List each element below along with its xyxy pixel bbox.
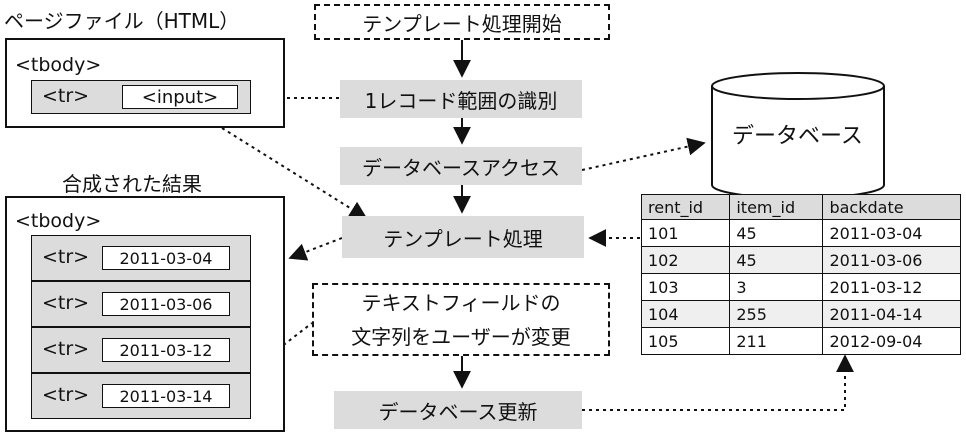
step-database-update: データベース更新	[334, 391, 582, 429]
page-file-frame: <tbody> <tr> <input>	[5, 38, 285, 128]
user-change-line-1: テキストフィールドの	[361, 290, 561, 315]
table-cell: 45	[729, 246, 824, 274]
result-frame: <tbody> <tr> 2011-03-04 <tr> 2011-03-06 …	[5, 196, 285, 432]
table-row: 101 45 2011-03-04	[640, 219, 961, 247]
result-row: <tr> 2011-03-04	[31, 235, 251, 281]
table-cell: 102	[640, 246, 731, 274]
result-row: <tr> 2011-03-06	[31, 281, 251, 327]
table-row: 102 45 2011-03-06	[640, 246, 961, 274]
table-cell: 2011-03-06	[822, 246, 961, 274]
table-header-cell: rent_id	[640, 194, 731, 220]
table-row: 103 3 2011-03-12	[640, 273, 961, 301]
page-file-tr-label: <tr>	[42, 85, 90, 107]
result-row-value: 2011-03-06	[102, 292, 230, 316]
table-cell: 2011-04-14	[822, 300, 961, 328]
step-user-changes-text: テキストフィールドの 文字列をユーザーが変更	[312, 283, 610, 356]
step-template-start: テンプレート処理開始	[314, 4, 610, 40]
page-file-tr-row: <tr> <input>	[31, 80, 251, 114]
table-cell: 101	[640, 219, 731, 247]
result-row-value: 2011-03-12	[102, 338, 230, 362]
table-cell: 3	[729, 273, 824, 301]
table-cell: 255	[729, 300, 824, 328]
page-file-tbody-label: <tbody>	[15, 54, 102, 76]
pagefile-to-process-arrow	[221, 127, 368, 219]
table-cell: 104	[640, 300, 731, 328]
database-cylinder-icon	[711, 72, 885, 199]
result-tbody-label: <tbody>	[15, 210, 102, 232]
page-file-input-box: <input>	[122, 85, 238, 109]
result-row-tr-label: <tr>	[42, 338, 90, 360]
process-to-result-arrow	[288, 237, 343, 261]
table-cell: 103	[640, 273, 731, 301]
result-row: <tr> 2011-03-14	[31, 373, 251, 419]
table-cell: 211	[729, 327, 824, 355]
result-row: <tr> 2011-03-12	[31, 327, 251, 373]
table-row: 104 255 2011-04-14	[640, 300, 961, 328]
step-template-process: テンプレート処理	[342, 216, 584, 258]
result-row-tr-label: <tr>	[42, 246, 90, 268]
step-database-access: データベースアクセス	[340, 147, 582, 185]
update-to-table-arrow	[582, 354, 854, 411]
result-title: 合成された結果	[62, 172, 202, 196]
table-cell: 105	[640, 327, 731, 355]
page-file-title: ページファイル（HTML）	[4, 9, 240, 33]
table-cell: 2011-03-12	[822, 273, 961, 301]
table-cell: 2012-09-04	[822, 327, 961, 355]
step-identify-record: 1レコード範囲の識別	[340, 80, 582, 118]
result-row-tr-label: <tr>	[42, 384, 90, 406]
access-to-db-arrow	[581, 137, 706, 171]
result-row-value: 2011-03-04	[102, 246, 230, 270]
table-cell: 2011-03-04	[822, 219, 961, 247]
rental-table: rent_id item_id backdate 101 45 2011-03-…	[640, 194, 961, 355]
table-header-row: rent_id item_id backdate	[640, 194, 961, 220]
table-cell: 45	[729, 219, 824, 247]
table-header-cell: item_id	[729, 194, 824, 220]
result-row-value: 2011-03-14	[102, 384, 230, 408]
table-row: 105 211 2012-09-04	[640, 327, 961, 355]
table-header-cell: backdate	[822, 194, 961, 220]
result-row-tr-label: <tr>	[42, 292, 90, 314]
database-label: データベース	[732, 124, 863, 149]
user-change-line-2: 文字列をユーザーが変更	[351, 324, 571, 349]
